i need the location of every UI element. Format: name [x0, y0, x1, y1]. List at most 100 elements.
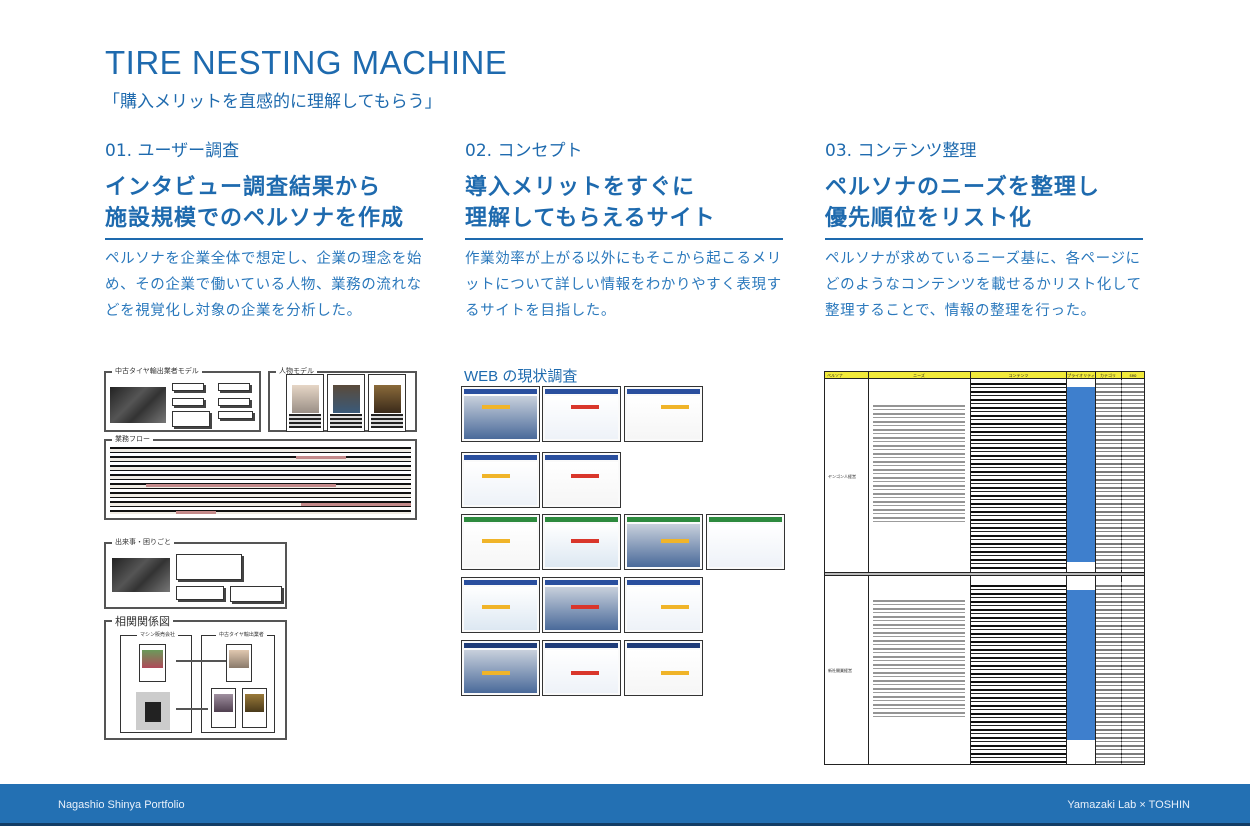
persona-model-panel: 人物モデル	[268, 366, 417, 432]
info-box	[230, 586, 282, 602]
header-seo: seo	[1129, 373, 1137, 378]
content-rows	[971, 582, 1066, 764]
tires-photo	[112, 558, 170, 592]
annotation-tag	[482, 539, 510, 543]
info-box	[172, 383, 204, 391]
thumbnail-header	[627, 517, 700, 522]
persona-card	[242, 688, 267, 728]
relationship-panel: 相関関係図 マシン販売会社 中古タイヤ輸出業者	[104, 613, 287, 740]
section-user-research: 01. ユーザー調査 インタビュー調査結果から 施設規模でのペルソナを作成 ペル…	[105, 136, 423, 324]
panel-label: 業務フロー	[112, 434, 153, 444]
website-screenshot-thumbnail	[461, 514, 540, 570]
info-box	[176, 586, 224, 600]
persona-card	[327, 374, 365, 432]
highlight	[296, 456, 346, 459]
info-box	[172, 411, 210, 427]
panel-label: 相関関係図	[112, 613, 173, 629]
thumbnail-body	[464, 462, 537, 505]
content-rows	[971, 380, 1066, 570]
footer-credit: Yamazaki Lab × TOSHIN	[1067, 799, 1190, 811]
info-box	[218, 383, 250, 391]
category-rows	[1096, 582, 1144, 764]
header-content: コンテンツ	[1008, 373, 1029, 378]
section-description: ペルソナが求めているニーズ基に、各ページにどのようなコンテンツを載せるかリスト化…	[825, 251, 1142, 319]
thumbnail-header	[545, 643, 618, 648]
persona-separator	[825, 572, 1144, 576]
panel-label: 人物モデル	[276, 366, 317, 376]
step-label: 03. コンテンツ整理	[825, 141, 977, 161]
machine-image	[136, 692, 170, 730]
section-concept: 02. コンセプト 導入メリットをすぐに 理解してもらえるサイト 作業効率が上が…	[465, 136, 783, 324]
footer-bar: Nagashio Shinya Portfolio Yamazaki Lab ×…	[0, 784, 1250, 826]
website-screenshot-thumbnail	[624, 640, 703, 696]
workflow-table	[110, 447, 411, 514]
section-headline: インタビュー調査結果から 施設規模でのペルソナを作成	[105, 172, 423, 234]
annotation-tag	[661, 605, 689, 609]
thumbnail-body	[545, 396, 618, 439]
page-subtitle: 「購入メリットを直感的に理解してもらう」	[103, 92, 442, 112]
persona-photo	[229, 650, 249, 668]
website-screenshot-thumbnail	[542, 640, 621, 696]
section-headline: ペルソナのニーズを整理し 優先順位をリスト化	[825, 172, 1143, 234]
persona-name: 新社開業経営	[828, 668, 852, 673]
divider	[465, 238, 783, 240]
website-screenshot-thumbnail	[461, 640, 540, 696]
section-headline: 導入メリットをすぐに 理解してもらえるサイト	[465, 172, 783, 234]
section-description: ペルソナを企業全体で想定し、企業の理念を始め、その企業で働いている人物、業務の流…	[105, 251, 423, 319]
divider	[825, 238, 1143, 240]
step-label: 01. ユーザー調査	[105, 141, 240, 161]
column-divider	[970, 372, 971, 764]
website-screenshot-thumbnail	[542, 386, 621, 442]
highlight	[146, 484, 336, 487]
content-priority-sheet: ペルソナ ニーズ コンテンツ プライオリティ カテゴリ seo ヤンゴン人経営 …	[824, 371, 1145, 765]
divider	[105, 238, 423, 240]
web-survey-label: WEB の現状調査	[464, 368, 578, 385]
header-needs: ニーズ	[913, 373, 925, 378]
footer-portfolio: Nagashio Shinya Portfolio	[58, 799, 185, 811]
website-screenshot-thumbnail	[624, 514, 703, 570]
column-divider	[1066, 372, 1067, 764]
arrow	[176, 660, 226, 662]
annotation-tag	[482, 671, 510, 675]
company-model-panel: 中古タイヤ輸出業者モデル	[104, 366, 261, 432]
website-screenshot-thumbnail	[542, 514, 621, 570]
thumbnail-header	[627, 580, 700, 585]
headline-line-1: ペルソナのニーズを整理し	[825, 175, 1100, 200]
header-category: カテゴリ	[1100, 373, 1116, 378]
panel-label: 中古タイヤ輸出業者モデル	[112, 366, 202, 376]
annotation-tag	[661, 671, 689, 675]
column-divider	[1095, 372, 1096, 764]
thumbnail-header	[464, 517, 537, 522]
persona-card	[368, 374, 406, 432]
thumbnail-body	[709, 524, 782, 567]
events-panel: 出来事・困りごと	[104, 537, 287, 609]
section-description: 作業効率が上がる以外にもそこから起こるメリットについて詳しい情報をわかりやすく表…	[465, 251, 782, 319]
info-box	[218, 411, 253, 419]
info-box	[176, 554, 242, 580]
thumbnail-body	[545, 462, 618, 505]
sheet-header-row	[825, 372, 1144, 379]
annotation-tag	[482, 474, 510, 478]
persona-photo	[333, 385, 360, 413]
section-content-organization: 03. コンテンツ整理 ペルソナのニーズを整理し 優先順位をリスト化 ペルソナが…	[825, 136, 1143, 324]
annotation-tag	[571, 671, 599, 675]
group-label: マシン販売会社	[137, 631, 179, 638]
highlight	[176, 511, 216, 514]
annotation-tag	[571, 539, 599, 543]
persona-photo	[142, 650, 163, 668]
group-label: 中古タイヤ輸出業者	[216, 631, 267, 638]
info-box	[218, 398, 250, 406]
needs-text	[873, 402, 965, 522]
category-rows	[1096, 380, 1144, 570]
annotation-tag	[571, 474, 599, 478]
priority-column	[1067, 590, 1095, 740]
persona-name: ヤンゴン人経営	[828, 474, 856, 479]
thumbnail-header	[545, 455, 618, 460]
thumbnail-header	[627, 389, 700, 394]
website-screenshot-thumbnail	[706, 514, 785, 570]
thumbnail-header	[464, 455, 537, 460]
persona-photo	[245, 694, 264, 712]
persona-details	[289, 414, 321, 428]
website-screenshot-thumbnail	[461, 577, 540, 633]
headline-line-1: 導入メリットをすぐに	[465, 175, 696, 200]
